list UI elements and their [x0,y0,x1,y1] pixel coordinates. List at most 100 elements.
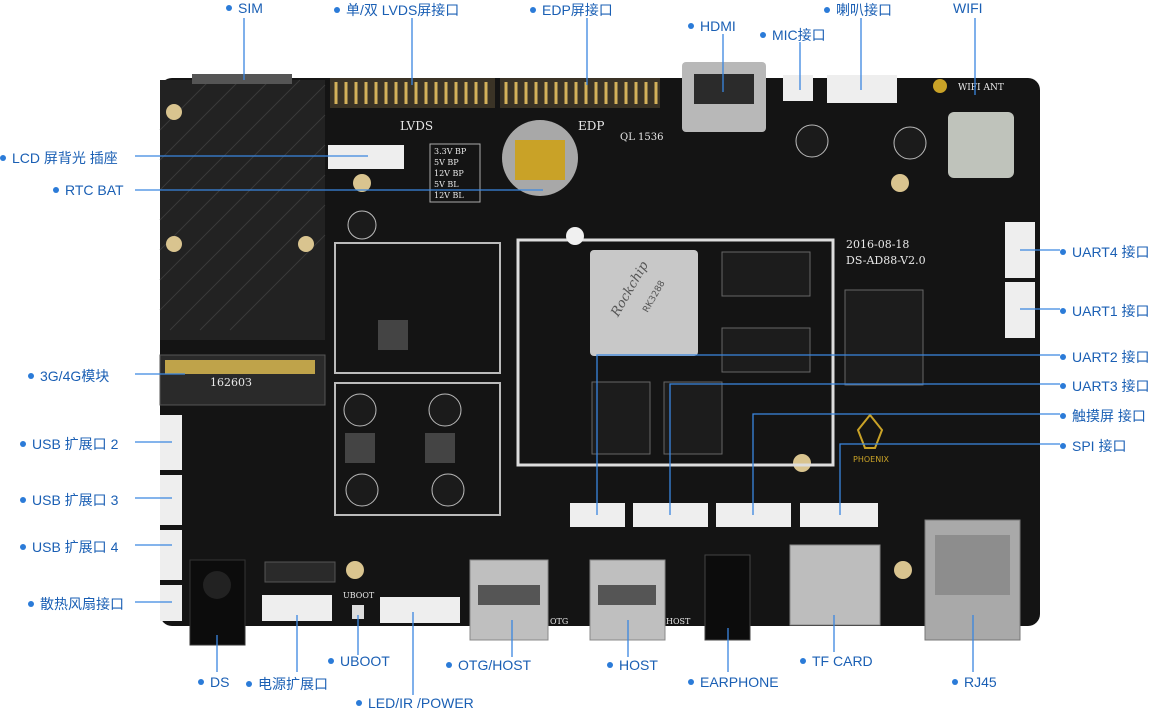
label-text: MIC接口 [772,27,826,43]
bullet-dot [20,441,26,448]
mic-connector [783,75,813,101]
label-text: UART3 接口 [1072,378,1150,394]
label-sim: SIM [226,0,263,16]
label-text: UART4 接口 [1072,244,1150,260]
power-row-4: 5V BL [434,180,459,189]
label-lvds: 单/双 LVDS屏接口 [334,0,459,20]
label-hdmi: HDMI [688,18,736,34]
ql-silk: QL 1536 [620,132,663,143]
label-earphone: EARPHONE [688,674,779,690]
bullet-dot [28,373,34,380]
usb-ext3-connector [160,475,182,525]
bullet-dot [530,7,536,14]
bullet-dot [446,662,452,669]
phoenix-logo: PHOENIX [853,455,890,464]
model-silk: DS-AD88-V2.0 [846,254,926,267]
bullet-dot [53,187,59,194]
label-text: USB 扩展口 2 [32,436,119,452]
wifi-module [948,112,1014,178]
label-led-ir-power: LED/IR /POWER [356,695,474,711]
bullet-dot [198,679,204,686]
label-text: HDMI [700,18,736,34]
speaker-connector [827,75,897,103]
bullet-dot [0,155,6,162]
label-uart3: UART3 接口 [1060,376,1150,396]
label-3g4g: 3G/4G模块 [28,366,109,386]
spi-connector [800,503,878,527]
lcd-backlight-socket [328,145,404,169]
label-text: UART2 接口 [1072,349,1150,365]
label-uart4: UART4 接口 [1060,242,1150,262]
bullet-dot [1060,413,1066,420]
wifi-ant-silk: WIFI ANT [958,83,1004,93]
power-row-3: 12V BP [434,169,464,178]
power-row-2: 5V BP [434,158,459,167]
regulator-block-1 [334,242,501,374]
label-text: 3G/4G模块 [40,368,110,384]
bullet-dot [760,32,766,39]
label-text: EARPHONE [700,674,779,690]
otg-silk: OTG [550,617,568,626]
label-touch: 触摸屏 接口 [1060,406,1146,426]
label-text: RTC BAT [65,182,124,198]
label-tf-card: TF CARD [800,653,873,669]
label-host: HOST [607,657,658,673]
label-text: LED/IR /POWER [368,695,474,711]
label-text: SPI 接口 [1072,438,1127,454]
label-speaker: 喇叭接口 [824,0,892,20]
label-ds: DS [198,674,229,690]
label-text: 散热风扇接口 [40,596,124,612]
uboot-button [352,605,364,619]
power-table [429,143,481,203]
rk3288-chip [590,250,698,356]
bullet-dot [20,497,26,504]
bullet-dot [226,5,232,12]
phoenix-emblem [856,413,884,449]
bullet-dot [1060,383,1066,390]
bullet-dot [328,658,334,665]
label-text: WIFI [953,0,983,16]
label-fan: 散热风扇接口 [28,594,124,614]
bullet-dot [334,7,340,14]
bullet-dot [824,7,830,14]
bullet-dot [1060,443,1066,450]
label-usb-ext3: USB 扩展口 3 [20,490,118,510]
power-row-1: 3.3V BP [434,147,467,156]
label-text: UART1 接口 [1072,303,1150,319]
bullet-dot [1060,354,1066,361]
capacitors [343,124,927,507]
label-uart1: UART1 接口 [1060,301,1150,321]
soc-shield [516,238,835,467]
bullet-dot [356,700,362,707]
regulator-block-2 [334,382,501,516]
label-text: USB 扩展口 4 [32,539,119,555]
label-text: TF CARD [812,653,873,669]
uboot-silk: UBOOT [343,591,375,600]
memory-chips [591,251,924,455]
label-text: 单/双 LVDS屏接口 [346,2,460,18]
heatsink-hatch [159,79,326,331]
lvds-silk: LVDS [400,119,433,133]
label-text: SIM [238,0,263,16]
label-rtc-bat: RTC BAT [53,182,124,198]
label-text: HOST [619,657,658,673]
bullet-dot [688,23,694,30]
host-silk: HOST [666,617,691,626]
label-text: DS [210,674,230,690]
leader-lines [135,18,1060,695]
label-text: LCD 屏背光 插座 [12,150,118,166]
bullet-dot [20,544,26,551]
edp-silk: EDP [578,119,604,133]
bullet-dot [1060,308,1066,315]
label-text: 喇叭接口 [836,2,892,18]
label-uart2: UART2 接口 [1060,347,1150,367]
label-lcd-backlight: LCD 屏背光 插座 [0,148,118,168]
mounting-holes [166,104,912,579]
label-edp: EDP屏接口 [530,0,613,20]
power-row-5: 12V BL [434,191,464,200]
label-text: UBOOT [340,653,390,669]
label-text: USB 扩展口 3 [32,492,119,508]
label-wifi: WIFI [953,0,983,16]
